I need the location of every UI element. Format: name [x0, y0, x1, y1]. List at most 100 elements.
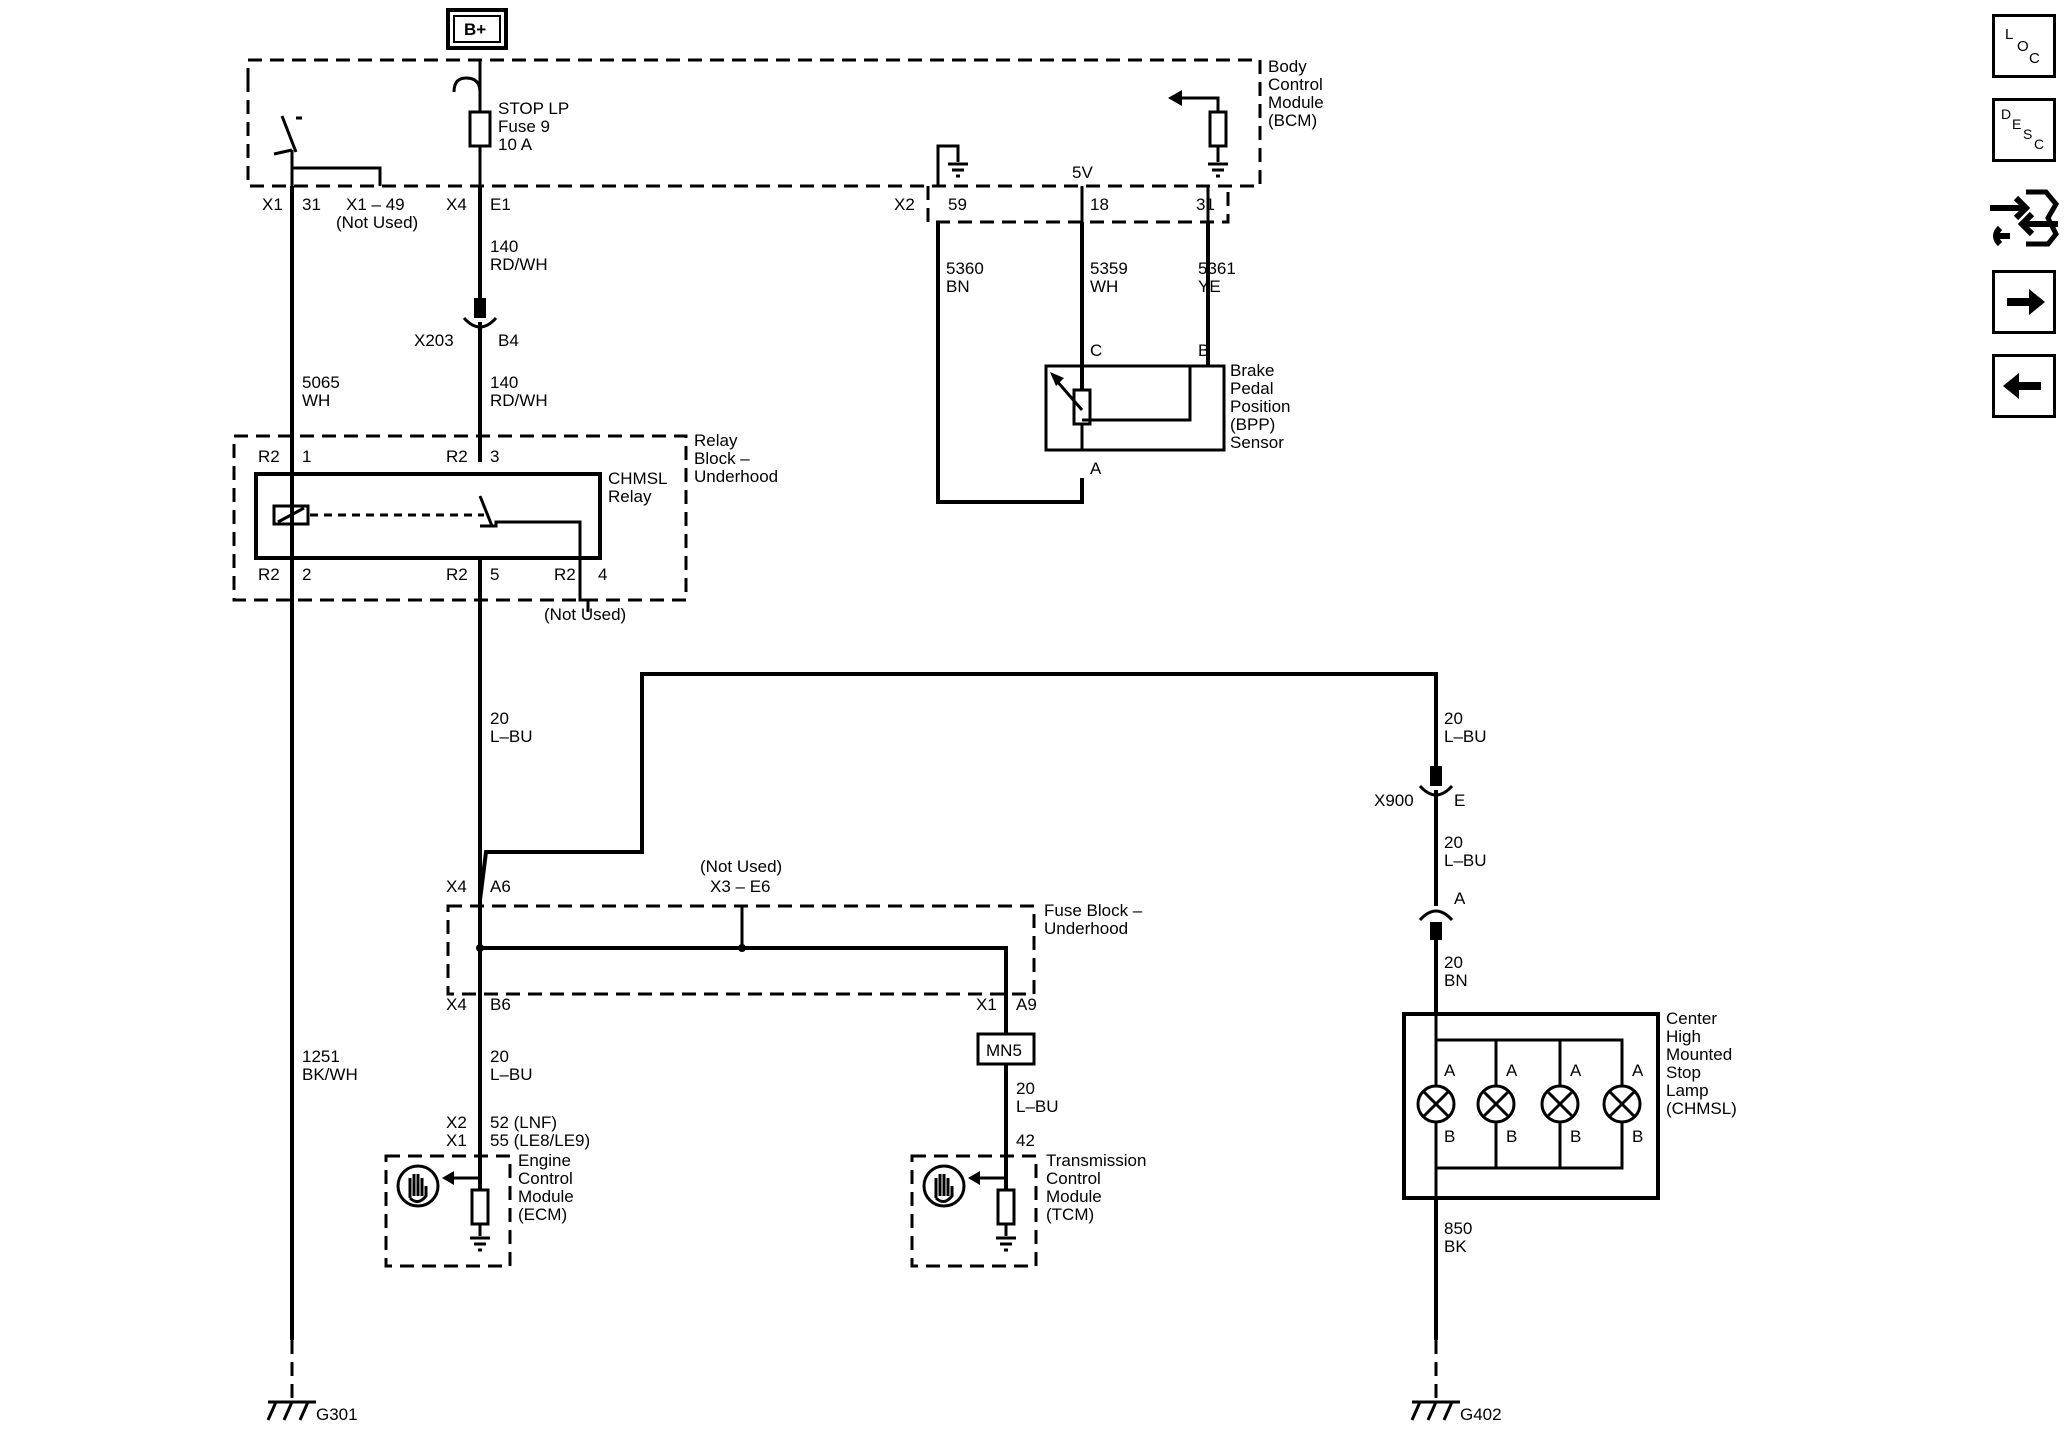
svg-text:L: L [2005, 26, 2013, 43]
svg-text:850: 850 [1444, 1219, 1472, 1238]
svg-text:L–BU: L–BU [1444, 727, 1487, 746]
svg-text:(BPP): (BPP) [1230, 415, 1275, 434]
pin-31b: 31 [1196, 195, 1215, 214]
relay-pin-2: 2 [302, 565, 311, 584]
not-used-label-2: (Not Used) [544, 605, 626, 624]
bcm-internal-input-31 [1168, 90, 1228, 178]
relay-pin-1: 1 [302, 447, 311, 466]
conn-x1: X1 [262, 195, 283, 214]
wire-1251-label: 1251 BK/WH [302, 1047, 358, 1084]
connector-a [1418, 909, 1454, 940]
ecm-conn-x1: X1 [446, 1131, 467, 1150]
bpp-pin-a: A [1090, 459, 1102, 478]
svg-text:140: 140 [490, 237, 518, 256]
label-5v: 5V [1072, 163, 1093, 182]
lamp-3 [1540, 1084, 1580, 1124]
loc-button[interactable]: L O C [1992, 14, 2056, 78]
relay-pin-4: 4 [598, 565, 607, 584]
conn-x203: X203 [414, 331, 454, 350]
relay-block-boundary [232, 434, 688, 602]
relay-conn-r2-5: R2 [446, 565, 468, 584]
pin-a9: A9 [1016, 995, 1037, 1014]
bpp-pin-b: B [1198, 341, 1209, 360]
svg-text:Brake: Brake [1230, 361, 1274, 380]
svg-text:A: A [1632, 1061, 1644, 1080]
wire-20-lbu-label-b: 20 L–BU [1444, 709, 1487, 746]
svg-text:Module: Module [518, 1187, 574, 1206]
svg-text:Sensor: Sensor [1230, 433, 1284, 452]
desc-button[interactable]: D E S C [1992, 98, 2056, 162]
svg-text:20: 20 [1016, 1079, 1035, 1098]
relay-conn-r2-3: R2 [446, 447, 468, 466]
svg-text:B: B [1632, 1127, 1643, 1146]
svg-text:20: 20 [1444, 953, 1463, 972]
svg-text:CHMSL: CHMSL [608, 469, 668, 488]
chmsl-relay [254, 472, 602, 560]
tcm-boundary [910, 1154, 1038, 1268]
svg-text:Mounted: Mounted [1666, 1045, 1732, 1064]
mn5-splice: MN5 [976, 1032, 1036, 1190]
pin-a6: A6 [490, 877, 511, 896]
lamp-2 [1476, 1084, 1516, 1124]
svg-text:Module: Module [1046, 1187, 1102, 1206]
svg-text:D: D [2001, 106, 2011, 122]
svg-text:5359: 5359 [1090, 259, 1128, 278]
next-page-button[interactable] [1992, 270, 2056, 334]
svg-text:B: B [1570, 1127, 1581, 1146]
svg-text:Relay: Relay [608, 487, 652, 506]
bcm-name: Body Control Module (BCM) [1268, 57, 1324, 130]
svg-text:Pedal: Pedal [1230, 379, 1273, 398]
svg-text:140: 140 [490, 373, 518, 392]
ground-g402 [1410, 1340, 1460, 1421]
svg-text:Lamp: Lamp [1666, 1081, 1709, 1100]
svg-text:Underhood: Underhood [694, 467, 778, 486]
svg-text:20: 20 [490, 1047, 509, 1066]
bcm-x2-connector [926, 186, 1230, 224]
bcm-internal-ground-59 [936, 144, 968, 186]
bcm-boundary [246, 58, 1262, 188]
loc-icon: L O C [2005, 26, 2040, 67]
chmsl-lamp-assembly [1402, 1012, 1660, 1200]
conn-x1-49: X1 – 49 [346, 195, 405, 214]
svg-text:C: C [2034, 136, 2044, 152]
prev-page-button[interactable] [1992, 354, 2056, 418]
bpp-sensor [1044, 364, 1226, 452]
svg-text:RD/WH: RD/WH [490, 391, 548, 410]
stop-lp-fuse [452, 60, 492, 186]
svg-text:WH: WH [302, 391, 330, 410]
ecm-conn-x2: X2 [446, 1113, 467, 1132]
arrow-left-icon [2003, 373, 2041, 399]
svg-text:E: E [2012, 116, 2021, 132]
power-terminal-bplus: B+ [446, 8, 508, 50]
svg-text:Transmission: Transmission [1046, 1151, 1146, 1170]
svg-text:L–BU: L–BU [1444, 851, 1487, 870]
conn-x4-b: X4 [446, 995, 467, 1014]
ecm-name: Engine Control Module (ECM) [518, 1151, 574, 1224]
lamp-pin-labels: A A A A B B B B [1444, 1061, 1644, 1146]
svg-text:Module: Module [1268, 93, 1324, 112]
bplus-label: B+ [464, 20, 486, 39]
tcm-pin-42: 42 [1016, 1131, 1035, 1150]
svg-text:S: S [2023, 126, 2032, 142]
svg-text:A: A [1444, 1061, 1456, 1080]
not-used-label-1: (Not Used) [336, 213, 418, 232]
connector-view-button[interactable] [1986, 178, 2062, 254]
svg-text:Body: Body [1268, 57, 1307, 76]
wire-20-lbu-label-c: 20 L–BU [490, 1047, 533, 1084]
svg-text:5361: 5361 [1198, 259, 1236, 278]
not-used-label-3: (Not Used) [700, 857, 782, 876]
tcm-name: Transmission Control Module (TCM) [1046, 1151, 1146, 1224]
svg-text:Control: Control [518, 1169, 573, 1188]
svg-text:Fuse 9: Fuse 9 [498, 117, 550, 136]
wire-5360-label: 5360 BN [946, 259, 984, 296]
tcm-module-symbol [922, 1164, 1016, 1252]
pin-59: 59 [948, 195, 967, 214]
ecm-pin-52: 52 (LNF) [490, 1113, 557, 1132]
svg-text:Stop: Stop [1666, 1063, 1701, 1082]
fuse-block-name: Fuse Block – Underhood [1044, 901, 1143, 938]
svg-text:Underhood: Underhood [1044, 919, 1128, 938]
desc-icon: D E S C [2001, 106, 2044, 152]
lamp-4 [1602, 1084, 1642, 1124]
connector-icon [1990, 189, 2060, 247]
ground-g301-label: G301 [316, 1405, 358, 1424]
